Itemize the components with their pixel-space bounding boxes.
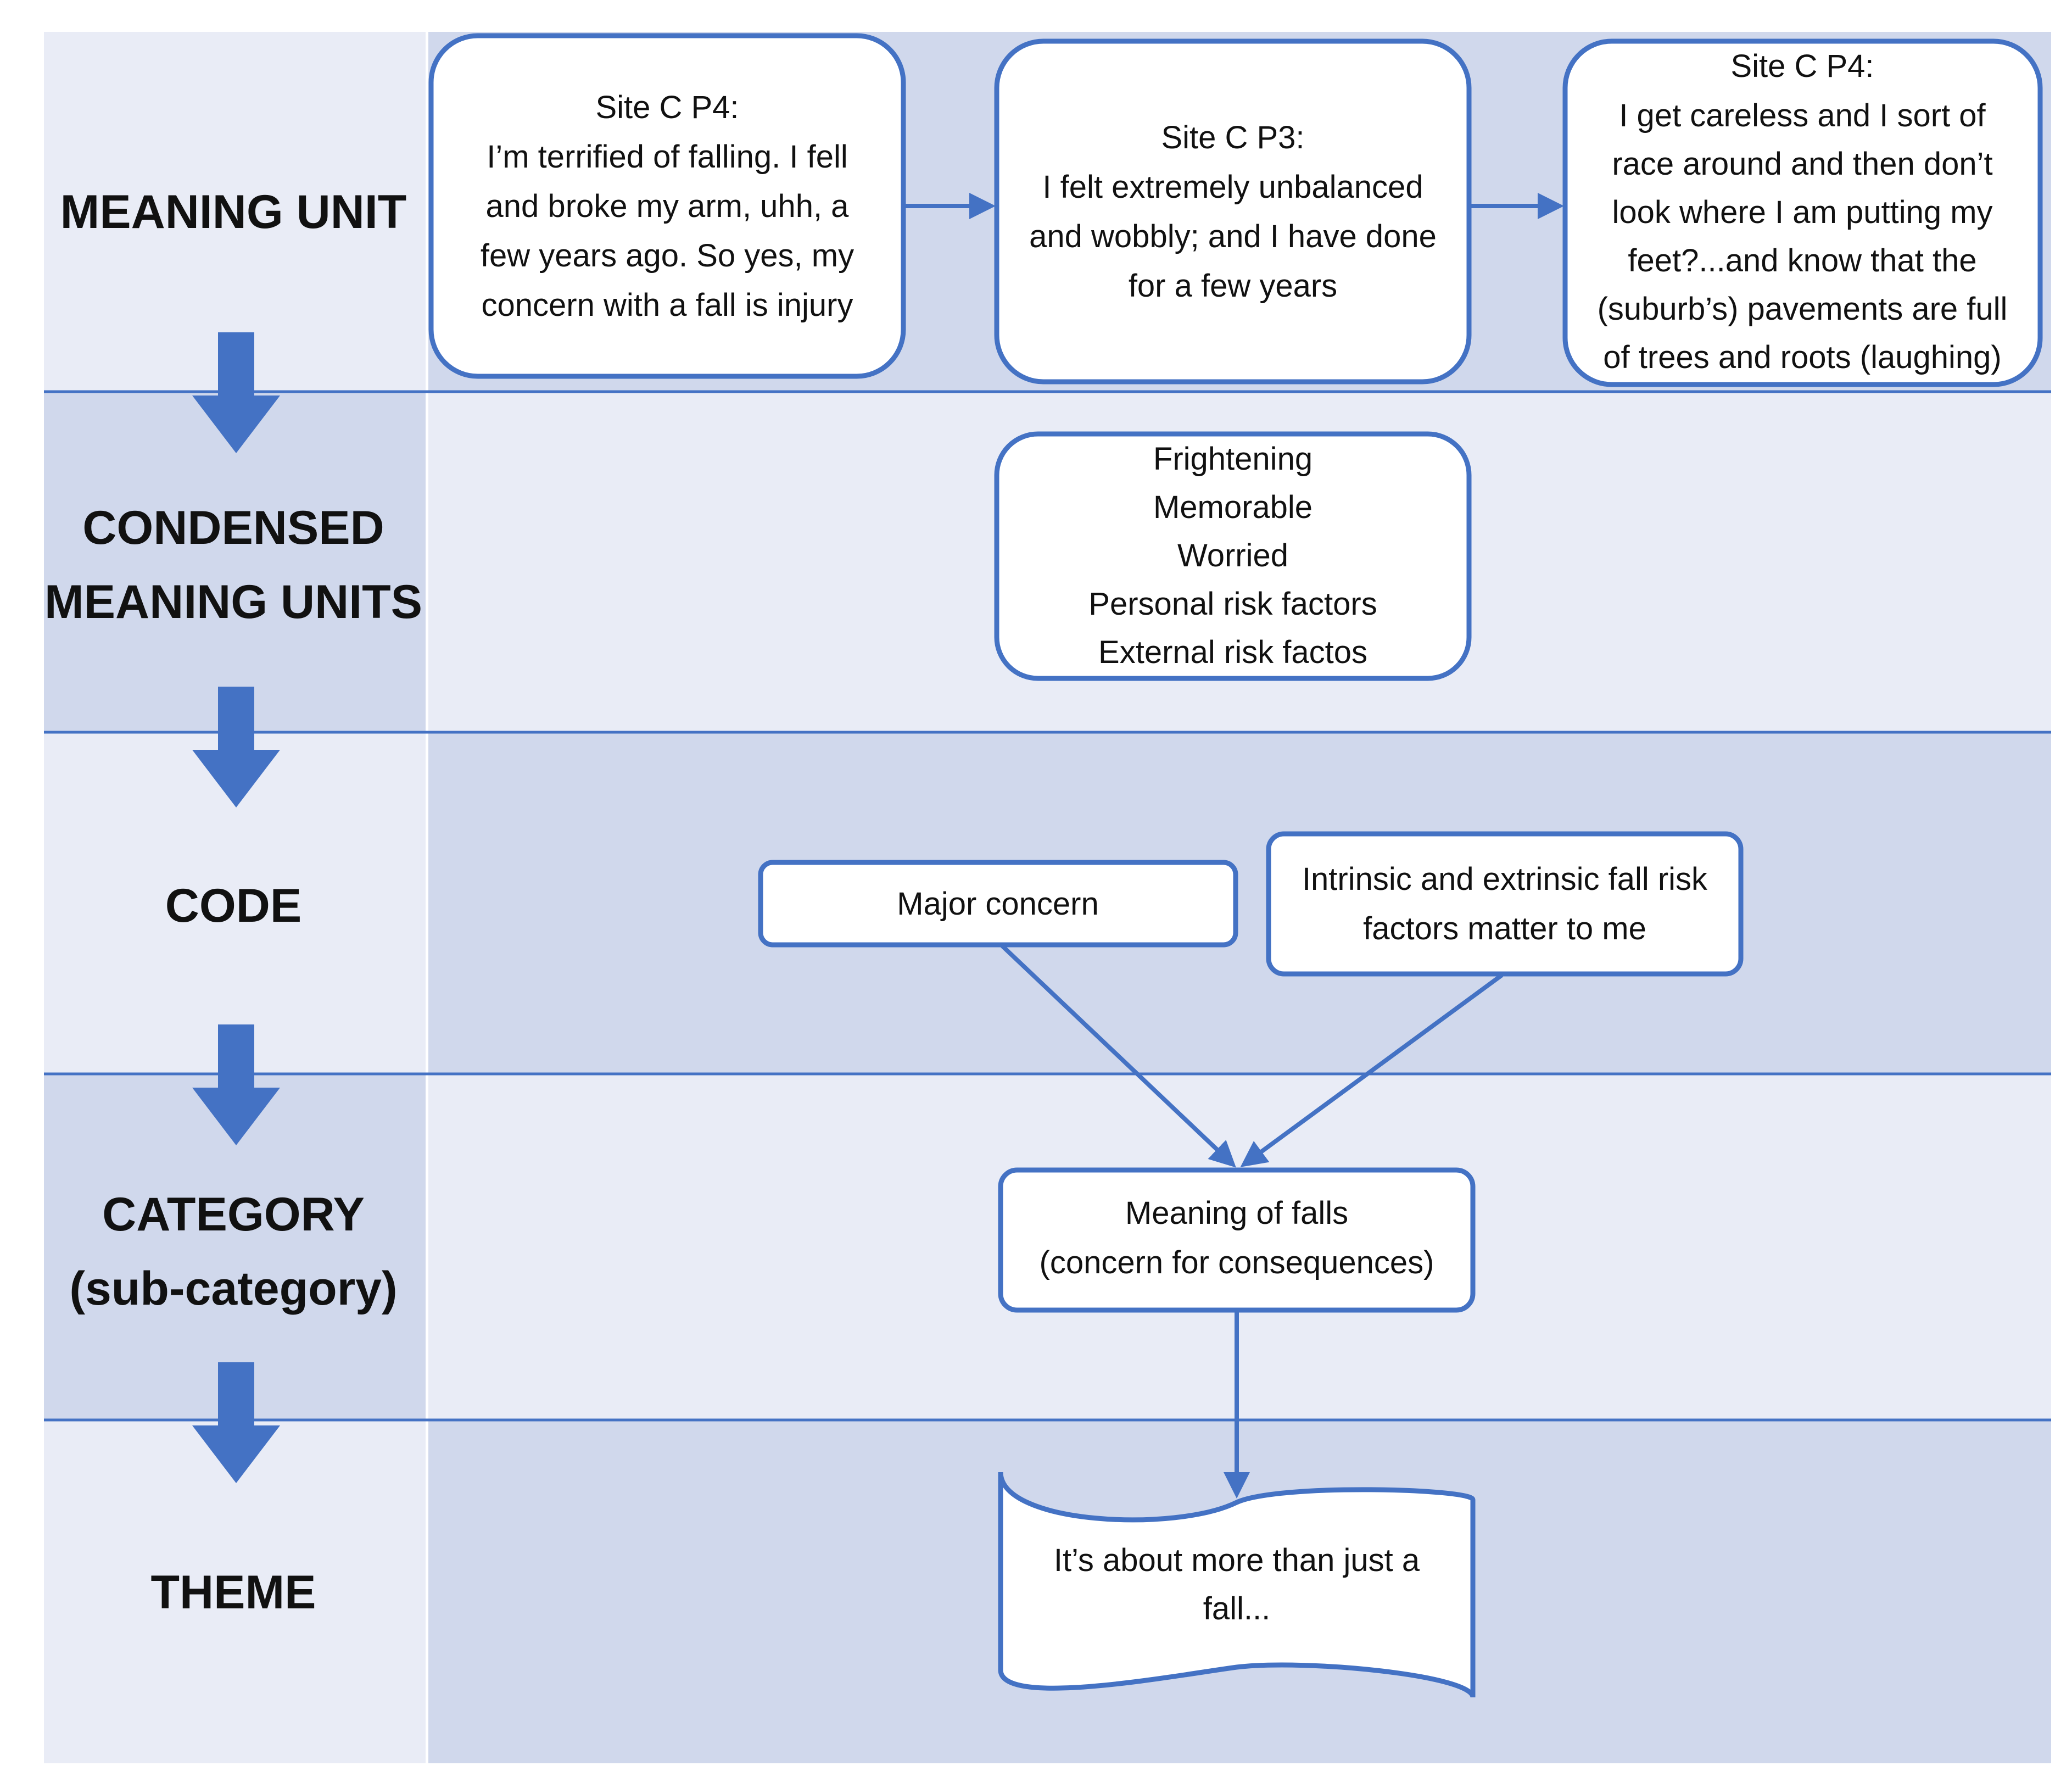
row-label-condensed-line-2: MEANING UNITS bbox=[44, 576, 422, 628]
row-label-meaning-unit: MEANING UNIT bbox=[60, 186, 407, 238]
code-box-major-concern bbox=[758, 860, 1238, 948]
meaning-unit-box-3 bbox=[1562, 38, 2043, 387]
meaning-unit-3-line: feet?...and know that the bbox=[1628, 243, 1976, 278]
meaning-unit-2-line: and wobbly; and I have done bbox=[1029, 219, 1437, 254]
meaning-unit-3-line: I get careless and I sort of bbox=[1619, 98, 1986, 133]
code-to-category-arrow bbox=[1240, 973, 1504, 1167]
row-label-condensed-line-1: CONDENSED bbox=[82, 502, 384, 554]
code-risk-factors-line: Intrinsic and extrinsic fall risk bbox=[1302, 861, 1708, 897]
meaning-unit-box-2 bbox=[994, 38, 1472, 385]
code-risk-factors-line: factors matter to me bbox=[1363, 911, 1646, 946]
meaning-unit-1-line: and broke my arm, uhh, a bbox=[486, 188, 850, 224]
code-to-category-arrow bbox=[1001, 944, 1236, 1168]
row-label-theme: THEME bbox=[151, 1566, 316, 1619]
theme-document-shape bbox=[998, 1472, 1476, 1698]
category-line: Meaning of falls bbox=[1125, 1195, 1348, 1231]
meaning-unit-2-line: I felt extremely unbalanced bbox=[1042, 169, 1423, 205]
row-label-category-line-2: (sub-category) bbox=[69, 1262, 397, 1315]
meaning-unit-2-line: for a few years bbox=[1129, 268, 1337, 304]
code-major-concern-label: Major concern bbox=[897, 886, 1098, 922]
category-line: (concern for consequences) bbox=[1040, 1245, 1434, 1280]
meaning-unit-1-line: I’m terrified of falling. I fell bbox=[487, 139, 848, 175]
meaning-unit-1-line: Site C P4: bbox=[595, 90, 739, 125]
category-box bbox=[998, 1167, 1476, 1313]
condensed-item: Memorable bbox=[1153, 489, 1313, 525]
condensed-item: Worried bbox=[1177, 538, 1288, 573]
meaning-unit-3-line: Site C P4: bbox=[1730, 48, 1874, 84]
meaning-unit-3-line: look where I am putting my bbox=[1612, 194, 1992, 230]
row-transition-arrow-icon bbox=[192, 687, 280, 807]
row-transition-arrow-icon bbox=[192, 1362, 280, 1483]
row-transition-arrow-icon bbox=[192, 1024, 280, 1145]
meaning-unit-3-line: of trees and roots (laughing) bbox=[1603, 339, 2001, 375]
theme-line: fall... bbox=[1203, 1591, 1271, 1627]
row-band-code-content bbox=[428, 732, 2051, 1074]
row-band-meaning-unit-label bbox=[44, 32, 426, 392]
condensed-item: External risk factos bbox=[1098, 634, 1367, 670]
row-label-code: CODE bbox=[165, 879, 301, 932]
row-transition-arrow-icon bbox=[192, 332, 280, 453]
code-box-risk-factors bbox=[1266, 831, 1744, 977]
condensed-item: Personal risk factors bbox=[1088, 586, 1377, 622]
condensed-item: Frightening bbox=[1153, 441, 1313, 477]
theme-line: It’s about more than just a bbox=[1054, 1542, 1420, 1578]
meaning-unit-2-line: Site C P3: bbox=[1161, 120, 1304, 155]
meaning-unit-1-line: concern with a fall is injury bbox=[482, 287, 853, 323]
condensed-meaning-units-box bbox=[994, 431, 1472, 681]
meaning-unit-1-line: few years ago. So yes, my bbox=[481, 238, 854, 274]
row-label-category-line-1: CATEGORY bbox=[102, 1188, 365, 1241]
meaning-unit-3-line: (suburb’s) pavements are full bbox=[1598, 291, 2008, 327]
meaning-unit-3-line: race around and then don’t bbox=[1612, 146, 1992, 182]
